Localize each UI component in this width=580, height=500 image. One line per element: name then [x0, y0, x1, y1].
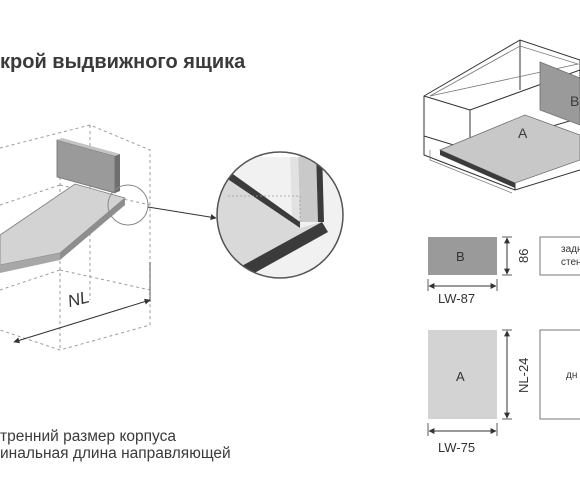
box-bottom-panel-a: A	[438, 114, 580, 188]
detail-callout-circle	[107, 184, 149, 226]
isometric-drawer-box: A B	[423, 39, 580, 194]
legend-line-2: инальная длина направляющей	[0, 445, 231, 462]
part-a-height-label: NL-24	[516, 358, 531, 393]
part-b-panel	[428, 237, 497, 275]
part-b-width-label: LW-87	[438, 291, 475, 306]
box-back-panel-b: B	[539, 61, 580, 126]
part-b-desc-box	[539, 236, 580, 276]
part-a-panel	[428, 330, 497, 419]
nl-dimension-label: NL	[66, 287, 92, 311]
drawer-bottom-panel	[0, 183, 126, 273]
box-panel-a-label: A	[518, 125, 528, 141]
part-a-label: A	[456, 369, 465, 384]
part-b-desc-line1: задн	[561, 244, 580, 255]
drawer-back-panel	[56, 138, 120, 194]
legend-line-1: тренний размер корпуса	[0, 428, 176, 445]
part-b-label: B	[456, 249, 465, 264]
part-b-height-label: 86	[516, 249, 531, 263]
nl-dimension-line	[13, 298, 151, 344]
cabinet-drawing: NL	[0, 124, 217, 351]
detail-callout-arrow	[147, 206, 217, 221]
part-a-desc-box	[539, 329, 580, 420]
part-b-spec: B 86 LW-87 задн стен	[427, 236, 580, 306]
part-a-spec: A NL-24 LW-75 дн	[427, 329, 580, 455]
part-a-desc: дн	[566, 370, 577, 381]
box-panel-b-label: B	[570, 93, 579, 109]
zoom-circle-border	[216, 151, 344, 279]
part-a-width-label: LW-75	[438, 440, 475, 455]
page-title: крой выдвижного ящика	[0, 51, 246, 73]
part-b-desc-line2: стен	[561, 257, 580, 268]
zoom-detail	[216, 151, 344, 279]
